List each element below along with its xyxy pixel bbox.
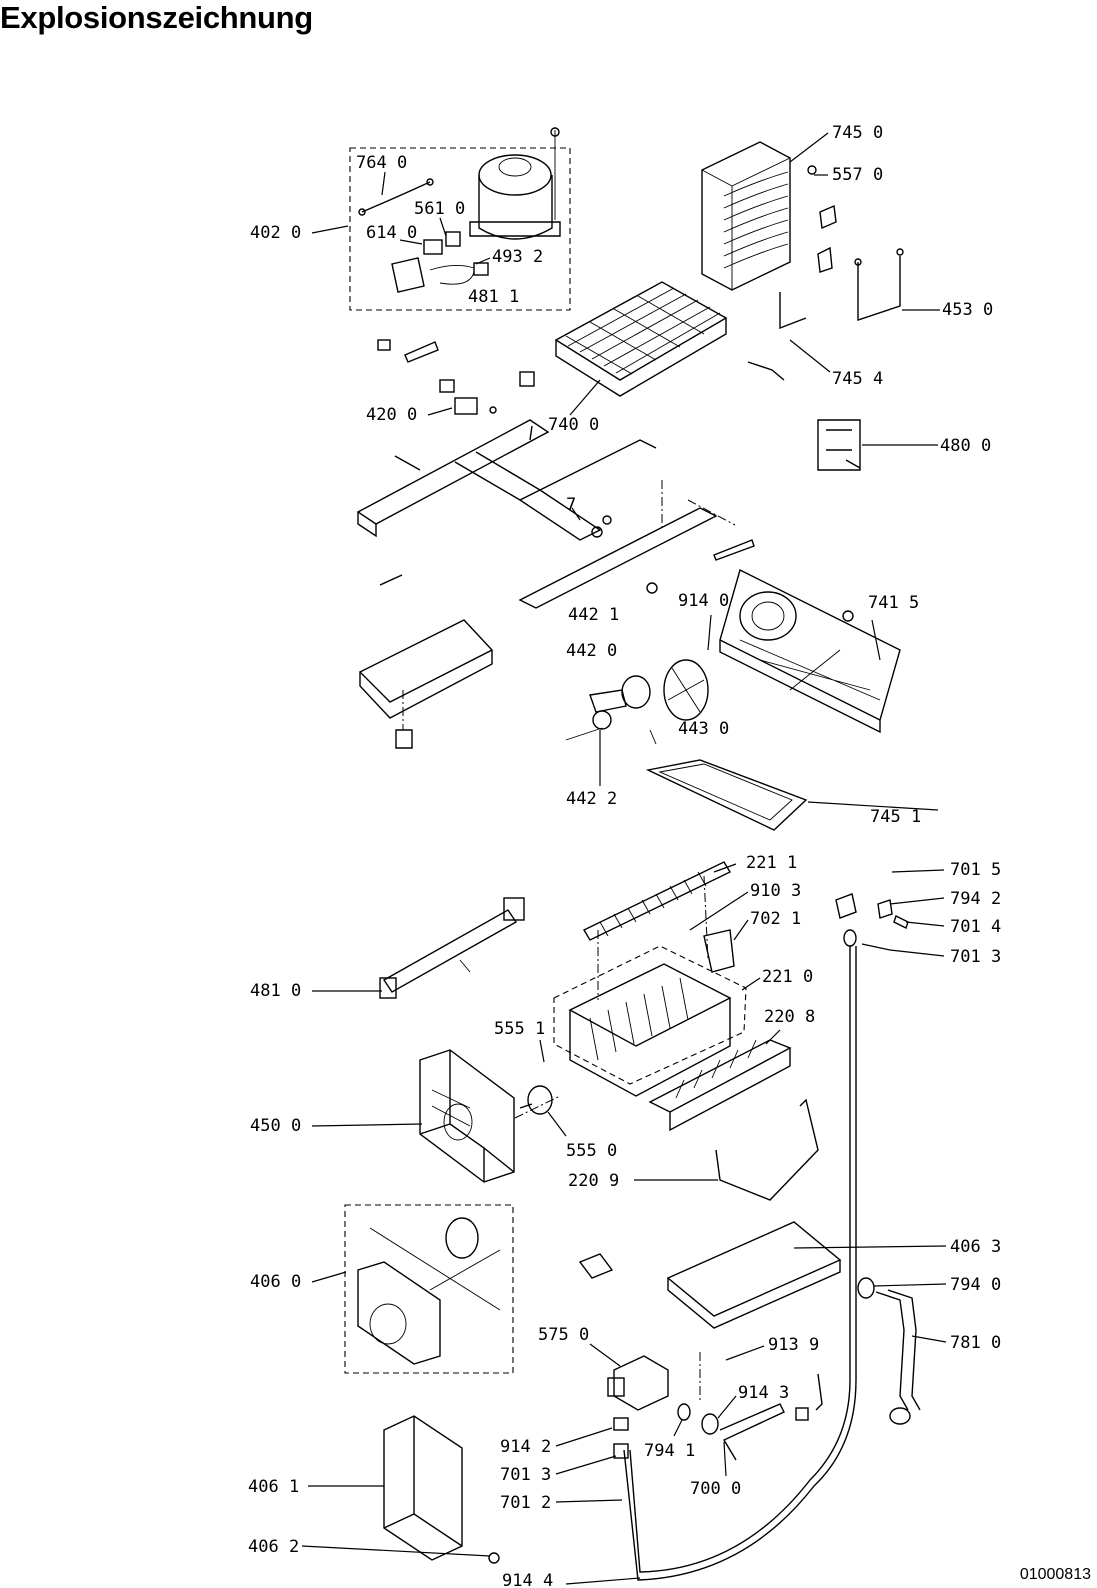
callout-561-0: 561 0: [414, 199, 465, 219]
callout-914-3: 914 3: [738, 1383, 789, 1403]
callout-labels: 745 0 557 0 764 0 561 0 402 0 614 0 493 …: [248, 123, 1001, 1588]
callout-701-3-lower: 701 3: [500, 1465, 551, 1485]
callout-914-2: 914 2: [500, 1437, 551, 1457]
callout-740-0: 740 0: [548, 415, 599, 435]
callout-221-0: 221 0: [762, 967, 813, 987]
callout-794-0: 794 0: [950, 1275, 1001, 1295]
callout-220-8: 220 8: [764, 1007, 815, 1027]
callout-420-0: 420 0: [366, 405, 417, 425]
callout-781-0: 781 0: [950, 1333, 1001, 1353]
callout-453-0: 453 0: [942, 300, 993, 320]
callout-555-0: 555 0: [566, 1141, 617, 1161]
callout-406-0: 406 0: [250, 1272, 301, 1292]
callout-221-1: 221 1: [746, 853, 797, 873]
page-title: Explosionszeichnung: [0, 0, 313, 35]
document-code: 01000813: [1019, 1566, 1091, 1583]
callout-406-3: 406 3: [950, 1237, 1001, 1257]
callout-794-1: 794 1: [644, 1441, 695, 1461]
callout-701-2: 701 2: [500, 1493, 551, 1513]
callout-402-0: 402 0: [250, 223, 301, 243]
callout-493-2: 493 2: [492, 247, 543, 267]
callout-701-4: 701 4: [950, 917, 1001, 937]
callout-913-9: 913 9: [768, 1335, 819, 1355]
callout-443-0: 443 0: [678, 719, 729, 739]
callout-575-0: 575 0: [538, 1325, 589, 1345]
callout-406-2: 406 2: [248, 1537, 299, 1557]
callout-745-1: 745 1: [870, 807, 921, 827]
callout-741-5: 741 5: [868, 593, 919, 613]
callout-701-5: 701 5: [950, 860, 1001, 880]
callout-7: 7: [566, 495, 576, 515]
callout-480-0: 480 0: [940, 436, 991, 456]
callout-700-0: 700 0: [690, 1479, 741, 1499]
callout-794-2: 794 2: [950, 889, 1001, 909]
callout-442-1: 442 1: [568, 605, 619, 625]
callout-914-4: 914 4: [502, 1571, 553, 1588]
callout-764-0: 764 0: [356, 153, 407, 173]
callout-555-1: 555 1: [494, 1019, 545, 1039]
callout-220-9: 220 9: [568, 1171, 619, 1191]
callout-745-0: 745 0: [832, 123, 883, 143]
callout-442-2: 442 2: [566, 789, 617, 809]
leader-lines: [301, 132, 947, 1585]
callout-614-0: 614 0: [366, 223, 417, 243]
callout-557-0: 557 0: [832, 165, 883, 185]
part-drawings: [344, 127, 921, 1581]
callout-442-0: 442 0: [566, 641, 617, 661]
callout-745-4: 745 4: [832, 369, 883, 389]
callout-910-3: 910 3: [750, 881, 801, 901]
callout-481-1: 481 1: [468, 287, 519, 307]
module-group-boundary: [344, 1204, 514, 1374]
callout-701-3: 701 3: [950, 947, 1001, 967]
callout-406-1: 406 1: [248, 1477, 299, 1497]
compressor-group-boundary: [349, 147, 571, 311]
callout-481-0: 481 0: [250, 981, 301, 1001]
callout-450-0: 450 0: [250, 1116, 301, 1136]
callout-702-1: 702 1: [750, 909, 801, 929]
callout-914-0: 914 0: [678, 591, 729, 611]
